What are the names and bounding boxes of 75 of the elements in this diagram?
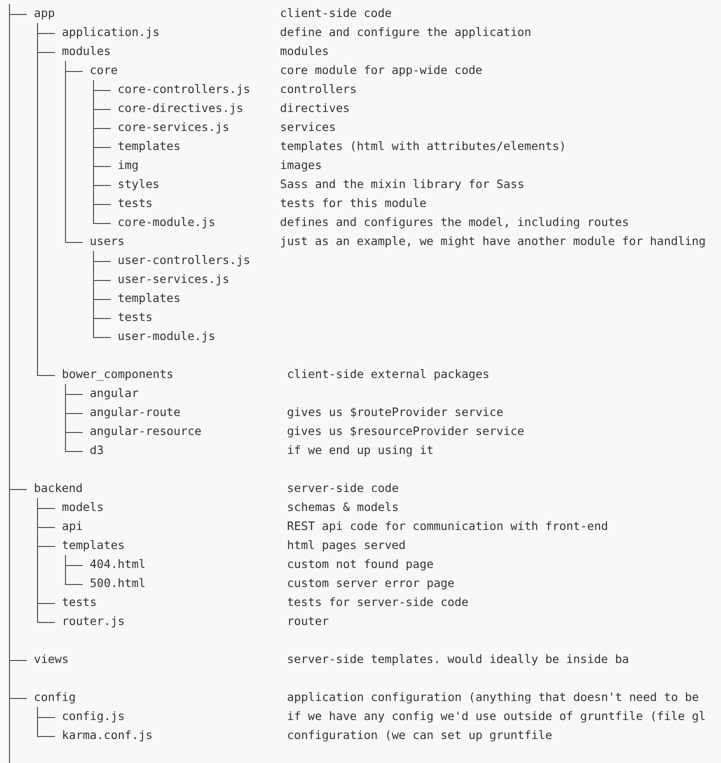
description-text: html pages served [286,538,406,552]
description-text: client-side external packages [287,367,490,381]
description-text: custom not found page [287,557,434,571]
description-text: images [280,158,322,172]
file-name: models [62,500,104,514]
description-text: just as an example, we might have another module for handling [280,234,706,248]
file-name: img [118,158,139,172]
description-text: gives us $resourceProvider service [286,424,524,438]
file-name: core-directives.js [118,101,244,115]
tree-line [65,60,84,243]
description-text: defines and configures the model, including routes [280,215,629,229]
description-text: controllers [280,82,357,96]
file-name: router.js [62,614,125,628]
description-text: directives [280,101,350,115]
description-text: tests for this module [280,196,427,210]
description-text: if we have any config we'd use outside of gruntfile (file gl [286,709,706,723]
description-text: define and configure the application [280,25,532,39]
tree-line [9,488,28,661]
file-name: application.js [62,25,160,39]
file-name: tests [118,196,153,210]
description-text: templates (html with attributes/elements) [280,139,566,153]
tree-line [37,706,56,737]
file-name: bower_components [62,367,174,381]
file-name: tests [62,595,97,609]
tree-line [65,554,84,585]
description-text: REST api code for communication with front-end [287,519,608,533]
description-text: custom server error page [287,576,455,590]
file-name: angular-resource [90,424,202,438]
tree-line [9,13,28,490]
description-text: router [286,614,329,628]
file-name: templates [62,538,125,552]
file-name: karma.conf.js [62,728,153,742]
tree-line [37,22,56,376]
file-name: app [34,6,55,20]
file-name: modules [62,44,111,58]
description-text: server-side code [287,481,399,495]
description-text: Sass and the mixin library for Sass [280,177,524,191]
file-name: config.js [62,709,125,723]
file-name: core-controllers.js [118,82,250,96]
file-name: styles [118,177,160,191]
tree-line [65,384,84,452]
tree-line [9,659,28,699]
description-text: client-side code [280,6,392,20]
description-text: schemas & models [287,500,399,514]
description-text: gives us $routeProvider service [287,405,504,419]
file-name: user-services.js [118,272,230,286]
file-name: views [34,652,69,666]
description-text: tests for server-side code [286,595,468,609]
description-text: modules [280,44,329,58]
file-name: angular-route [90,405,181,419]
file-name: 404.html [90,557,146,571]
description-text: core module for app-wide code [280,63,482,77]
file-name: api [62,519,83,533]
file-name: user-controllers.js [118,253,250,267]
file-name: d3 [90,443,104,457]
file-name: users [90,234,125,248]
tree-line [93,250,112,338]
file-name: angular [90,386,139,400]
file-name: core-module.js [118,215,216,229]
file-name: core [90,63,118,77]
file-name: tests [118,310,153,324]
file-name: templates [118,139,180,153]
file-name: user-module.js [118,329,216,343]
file-name: templates [118,291,180,305]
file-name: core-services.js [118,120,230,134]
tree-line [37,498,56,623]
file-name: config [34,690,76,704]
file-name: 500.html [90,576,146,590]
description-text: if we end up using it [287,443,434,457]
description-text: configuration (we can set up gruntfile [287,728,552,742]
description-text: application configuration (anything that doesn't need to be [287,690,699,704]
description-text: server-side templates. would ideally be inside ba [286,652,629,666]
tree-line [9,4,28,15]
file-name: backend [34,481,83,495]
description-text: services [280,120,336,134]
